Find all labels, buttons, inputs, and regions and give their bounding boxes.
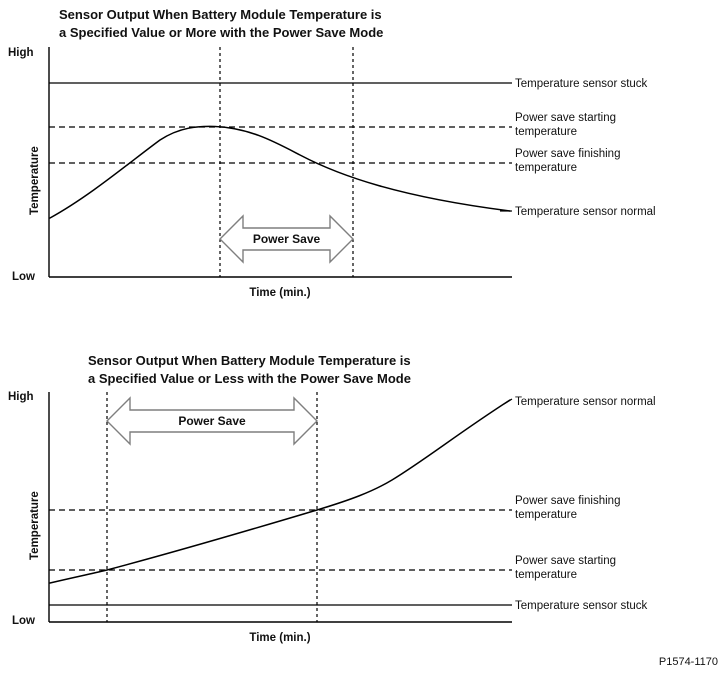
chart-upper-normal-curve [49, 125, 511, 219]
chart-lower-label-stuck: Temperature sensor stuck [515, 600, 648, 612]
chart-upper-title-line1: Sensor Output When Battery Module Temper… [59, 7, 382, 22]
chart-upper-y-low-label: Low [12, 271, 35, 283]
chart-lower-power-save-arrow [106, 396, 318, 446]
chart-lower-power-save-annotation: Power Save [106, 396, 318, 446]
chart-lower-y-low-label: Low [12, 615, 35, 627]
chart-upper-label-finish-line2: temperature [515, 162, 577, 174]
chart-lower-y-axis-title: Temperature [29, 491, 41, 560]
chart-lower: Sensor Output When Battery Module Temper… [8, 353, 656, 644]
chart-lower-normal-leader [503, 398, 513, 405]
chart-upper-label-start-line2: temperature [515, 126, 577, 138]
chart-lower-x-axis-title: Time (min.) [249, 632, 310, 644]
chart-lower-label-start-line2: temperature [515, 569, 577, 581]
chart-upper: Sensor Output When Battery Module Temper… [8, 7, 656, 299]
figure-code: P1574-1170 [659, 656, 718, 668]
chart-upper-power-save-arrow [219, 214, 354, 264]
chart-lower-power-save-label: Power Save [178, 414, 246, 428]
chart-upper-label-normal: Temperature sensor normal [515, 206, 656, 218]
chart-upper-x-axis-title: Time (min.) [249, 287, 310, 299]
chart-upper-label-finish-line1: Power save finishing [515, 148, 620, 160]
chart-upper-y-high-label: High [8, 47, 34, 59]
chart-upper-title-line2: a Specified Value or More with the Power… [59, 25, 383, 40]
chart-lower-label-start-line1: Power save starting [515, 555, 616, 567]
chart-lower-normal-curve [49, 399, 511, 584]
chart-lower-y-high-label: High [8, 391, 34, 403]
chart-lower-label-normal: Temperature sensor normal [515, 396, 656, 408]
chart-upper-power-save-label: Power Save [253, 232, 321, 246]
chart-lower-title-line2: a Specified Value or Less with the Power… [88, 371, 411, 386]
chart-lower-label-finish-line1: Power save finishing [515, 495, 620, 507]
chart-lower-title-line1: Sensor Output When Battery Module Temper… [88, 353, 411, 368]
chart-upper-label-start-line1: Power save starting [515, 112, 616, 124]
chart-lower-label-finish-line2: temperature [515, 509, 577, 521]
chart-upper-power-save-annotation: Power Save [219, 214, 354, 264]
chart-upper-y-axis-title: Temperature [29, 146, 41, 215]
chart-upper-label-stuck: Temperature sensor stuck [515, 78, 648, 90]
